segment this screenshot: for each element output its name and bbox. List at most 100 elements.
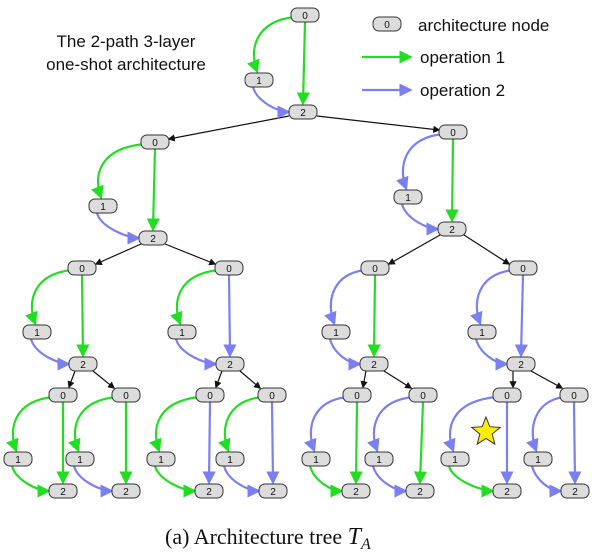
cell-l1-1-node-2: [437, 221, 467, 237]
cell-l2-3-node-1: [467, 324, 497, 340]
cell-leaf-7-node-1-label: 1: [535, 455, 541, 466]
cell-leaf-7: 012: [523, 387, 590, 499]
cell-l2-0-node-1: [22, 324, 52, 340]
cell-l2-0-node-2: [68, 356, 98, 372]
cell-l2-3-node-2-label: 2: [518, 360, 524, 371]
cell-root-node-1: [244, 72, 274, 88]
cell-l2-2-node-0: [360, 260, 390, 276]
cell-leaf-4-node-1: [301, 451, 331, 467]
cell-leaf-4-edge-1-2: [308, 465, 344, 498]
legend-node-sample-label: 0: [384, 20, 390, 31]
cell-leaf-3-edge-0-1: [218, 395, 263, 453]
cell-l2-3-edge-0-1: [470, 268, 514, 326]
cell-l2-1-node-2: [215, 356, 245, 372]
cell-l2-1-node-1-label: 1: [179, 328, 185, 339]
cell-l2-0-edge-1-2: [29, 338, 71, 371]
cell-leaf-6: 012: [440, 387, 522, 499]
cell-leaf-4-node-1-label: 1: [313, 455, 319, 466]
cell-l2-1-edge-0-2: [223, 274, 237, 358]
cell-leaf-2-node-2-label: 2: [206, 487, 212, 498]
cell-leaf-1-node-2-label: 2: [123, 487, 129, 498]
cell-leaf-5-node-1-label: 1: [376, 455, 382, 466]
cell-leaf-7-node-0: [559, 387, 589, 403]
cell-leaf-2-edge-0-1: [149, 395, 201, 453]
tree-edge-l2-0-leaf-0: [67, 370, 76, 389]
cell-root-edge-0-2: [296, 21, 310, 106]
caption-prefix: (a) Architecture tree: [165, 524, 348, 549]
tree-edge-l2-0-leaf-1: [92, 370, 116, 389]
title-line-1: The 2-path 3-layer: [57, 32, 196, 51]
cell-l1-1: 012: [393, 124, 468, 237]
cell-root-edge-1-2: [251, 86, 291, 119]
cell-leaf-5-edge-0-2: [413, 401, 427, 485]
cell-leaf-6-node-1-label: 1: [452, 455, 458, 466]
cell-leaf-1: 012: [65, 387, 141, 499]
cell-leaf-2-edge-0-2: [202, 401, 216, 485]
cell-leaf-4-node-2: [341, 483, 371, 499]
cell-root-edge-0-1: [247, 15, 296, 74]
cell-l1-1-node-2-label: 2: [449, 225, 455, 236]
cell-leaf-4-edge-0-1: [304, 395, 348, 453]
cell-leaf-7-edge-0-2: [568, 401, 582, 485]
cell-l2-2-node-1: [321, 324, 351, 340]
cell-leaf-1-edge-1-2: [72, 465, 114, 498]
star-icon: [470, 415, 502, 446]
cell-leaf-0-edge-0-1: [6, 395, 54, 453]
caption: (a) Architecture tree TA: [165, 524, 371, 553]
cell-l1-0-node-1: [88, 198, 118, 214]
cell-leaf-2-node-0: [195, 387, 225, 403]
cell-leaf-4: 012: [301, 387, 372, 499]
cell-leaf-0-node-1: [3, 451, 33, 467]
cell-leaf-5-node-0: [408, 387, 438, 403]
cell-l1-1-edge-0-2: [445, 138, 459, 223]
cell-leaf-2-edge-1-2: [153, 465, 197, 498]
cell-leaf-3-node-2: [258, 483, 288, 499]
cell-l2-2-node-2-label: 2: [371, 360, 377, 371]
cell-leaf-3-edge-0-2: [266, 401, 280, 485]
cell-leaf-0-node-0-label: 0: [60, 391, 66, 402]
cell-l2-1-edge-0-1: [170, 268, 220, 326]
cell-leaf-7-edge-0-1: [526, 395, 565, 453]
legend: 0 architecture node operation 1 operatio…: [362, 16, 549, 100]
cell-l1-0-node-0: [140, 134, 170, 150]
cell-l1-0-node-2-label: 2: [150, 234, 156, 245]
tree-edge-l1-1-l2-2: [387, 234, 441, 265]
cell-l2-0-edge-0-2: [76, 274, 90, 358]
cell-leaf-3-node-1: [215, 451, 245, 467]
cell-l1-0-edge-1-2: [95, 212, 141, 245]
cell-leaf-3-edge-1-2: [222, 465, 261, 498]
cell-l1-1-edge-1-2: [400, 203, 440, 236]
cell-l2-3-edge-0-2: [514, 274, 528, 358]
cell-root-node-1-label: 1: [256, 76, 262, 87]
cell-leaf-7-edge-1-2: [530, 465, 563, 498]
cell-leaf-2: 012: [146, 387, 225, 499]
cell-leaf-7-node-2: [560, 483, 590, 499]
cell-leaf-5-node-1: [364, 451, 394, 467]
cell-leaf-6-edge-0-1: [443, 395, 498, 453]
cell-l2-2-edge-0-2: [367, 274, 381, 358]
cell-leaf-1-node-2: [111, 483, 141, 499]
tree-edge-l1-0-l2-0: [94, 243, 142, 265]
cell-leaf-0-node-2: [48, 483, 78, 499]
cell-leaf-0-node-1-label: 1: [15, 455, 21, 466]
cell-leaf-7-node-0-label: 0: [571, 391, 577, 402]
tree-edge-root-l1-0: [167, 115, 290, 142]
caption-text: (a) Architecture tree TA: [165, 524, 371, 553]
cell-leaf-5: 012: [364, 387, 438, 499]
cell-l2-3-node-2: [506, 356, 536, 372]
cell-l2-2-edge-0-1: [324, 268, 366, 326]
cell-leaf-5-edge-1-2: [371, 465, 408, 498]
cell-l2-1-node-2-label: 2: [227, 360, 233, 371]
cell-l2-2-node-0-label: 0: [372, 264, 378, 275]
cell-l1-1-node-1: [393, 189, 423, 205]
cell-leaf-2-node-1: [146, 451, 176, 467]
cell-leaf-1-edge-0-1: [68, 395, 117, 453]
cell-l1-0-edge-0-1: [91, 142, 146, 200]
cell-l2-3-edge-1-2: [474, 338, 509, 371]
tree-edge-l1-0-l2-1: [164, 243, 217, 266]
cell-l1-1-node-0-label: 0: [450, 128, 456, 139]
cell-l2-3: 012: [467, 260, 538, 372]
legend-node-label: architecture node: [418, 16, 549, 35]
cell-leaf-5-node-0-label: 0: [420, 391, 426, 402]
